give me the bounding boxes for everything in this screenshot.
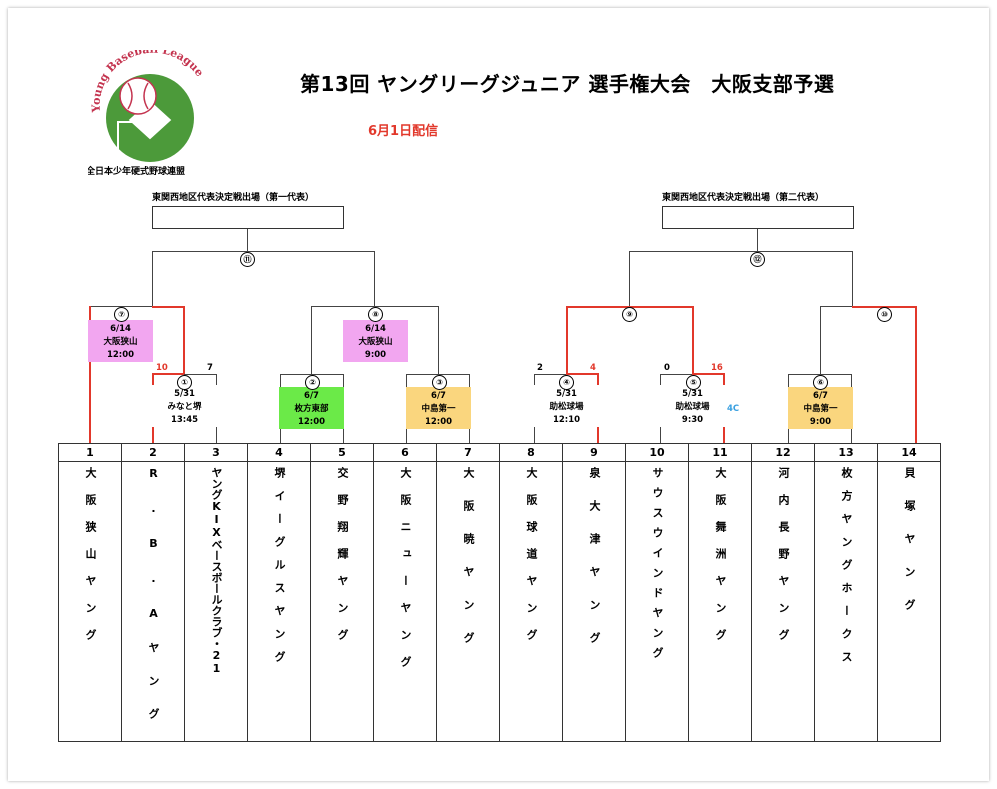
bracket-line — [788, 374, 851, 375]
team-table: 1 2 3 4 5 6 7 8 9 10 11 12 13 14 大阪狭山ヤング… — [58, 443, 941, 742]
game-number-8: ⑧ — [368, 307, 383, 322]
game-number-5: ⑤ — [686, 375, 701, 390]
team-name: 河内長野ヤング — [777, 467, 790, 656]
bracket-line — [184, 374, 216, 375]
winner-line — [89, 306, 91, 443]
game-number-6: ⑥ — [813, 375, 828, 390]
bracket-line — [660, 374, 692, 375]
team-name: 交野翔輝ヤング — [336, 467, 349, 656]
team-name: 大阪ニューヤング — [399, 467, 412, 683]
bracket-line — [629, 251, 630, 306]
qualifier-label-1: 東関西地区代表決定戦出場（第一代表） — [152, 193, 315, 203]
bracket-line — [438, 306, 439, 374]
page-title: 第13回 ヤングリーグジュニア 選手権大会 大阪支部予選 — [300, 72, 835, 96]
team-number: 8 — [499, 443, 563, 462]
team-name: サウスウインドヤング — [651, 467, 664, 667]
logo-org: 全日本少年硬式野球連盟 — [88, 165, 185, 175]
score-game1-left: 10 — [156, 363, 168, 373]
game-number-12: ⑫ — [750, 252, 765, 267]
bracket-line — [406, 374, 469, 375]
game-number-2: ② — [305, 375, 320, 390]
team-name: R.B.Aヤング — [147, 467, 160, 741]
game-number-10: ⑩ — [877, 307, 892, 322]
date-note: 6月1日配信 — [368, 124, 439, 139]
score-game4-left: 2 — [537, 363, 543, 373]
score-game1-right: 7 — [207, 363, 213, 373]
winner-line — [566, 306, 568, 374]
team-number: 11 — [688, 443, 752, 462]
bracket-line — [152, 251, 153, 306]
score-game4-right: 4 — [590, 363, 596, 373]
winner-line — [566, 373, 598, 375]
winner-line — [152, 373, 184, 375]
winner-line — [152, 306, 184, 308]
qualifier-label-2: 東関西地区代表決定戦出場（第二代表） — [662, 193, 825, 203]
score-game5-right: 16 — [711, 363, 723, 373]
winner-line — [692, 306, 694, 374]
game-number-11: ⑪ — [240, 252, 255, 267]
bracket-line — [629, 251, 852, 252]
winner-line — [915, 306, 917, 443]
qualifier-slot-2 — [662, 206, 854, 229]
team-name: 堺イーグルスヤング — [273, 467, 286, 674]
league-logo: Young Baseball League 全日本少年硬式野球連盟 — [88, 50, 206, 175]
bracket-line — [852, 251, 853, 306]
team-number: 6 — [373, 443, 437, 462]
bracket-line — [311, 306, 439, 307]
team-number: 7 — [436, 443, 500, 462]
bracket-line — [280, 374, 343, 375]
game-number-7: ⑦ — [114, 307, 129, 322]
bracket-line — [820, 306, 852, 307]
team-name: 枚方ヤングホークス — [840, 467, 853, 674]
game-number-3: ③ — [432, 375, 447, 390]
qualifier-slot-1 — [152, 206, 344, 229]
game-number-4: ④ — [559, 375, 574, 390]
game-number-1: ① — [177, 375, 192, 390]
bracket-line — [152, 251, 375, 252]
team-number: 1 — [58, 443, 122, 462]
winner-line — [566, 306, 629, 308]
team-number: 3 — [184, 443, 248, 462]
game-number-9: ⑨ — [622, 307, 637, 322]
team-number: 2 — [121, 443, 185, 462]
team-name: 大阪舞洲ヤング — [714, 467, 727, 656]
team-name: 泉大津ヤング — [588, 467, 601, 665]
bracket-line — [247, 229, 248, 251]
winner-line — [629, 306, 693, 308]
bracket-line — [757, 229, 758, 251]
score-game5-left: 0 — [664, 363, 670, 373]
bracket-line — [374, 251, 375, 306]
winner-line — [692, 373, 724, 375]
team-name: 大阪狭山ヤング — [84, 467, 97, 656]
winner-line — [183, 306, 185, 374]
team-number: 4 — [247, 443, 311, 462]
bracket-line — [534, 374, 566, 375]
score-game5-note: 4C — [727, 404, 740, 414]
team-name: 大阪球道ヤング — [525, 467, 538, 656]
team-name: 貝塚ヤング — [903, 467, 916, 632]
bracket-line — [820, 306, 821, 374]
team-number: 10 — [625, 443, 689, 462]
team-number: 5 — [310, 443, 374, 462]
team-number: 14 — [877, 443, 941, 462]
team-name: ヤングKIXベースボールクラブ・21 — [210, 467, 223, 675]
team-number: 9 — [562, 443, 626, 462]
bracket-line — [90, 306, 152, 307]
bracket-line — [311, 306, 312, 374]
team-number: 13 — [814, 443, 878, 462]
team-number: 12 — [751, 443, 815, 462]
team-name: 大阪暁ヤング — [462, 467, 475, 665]
